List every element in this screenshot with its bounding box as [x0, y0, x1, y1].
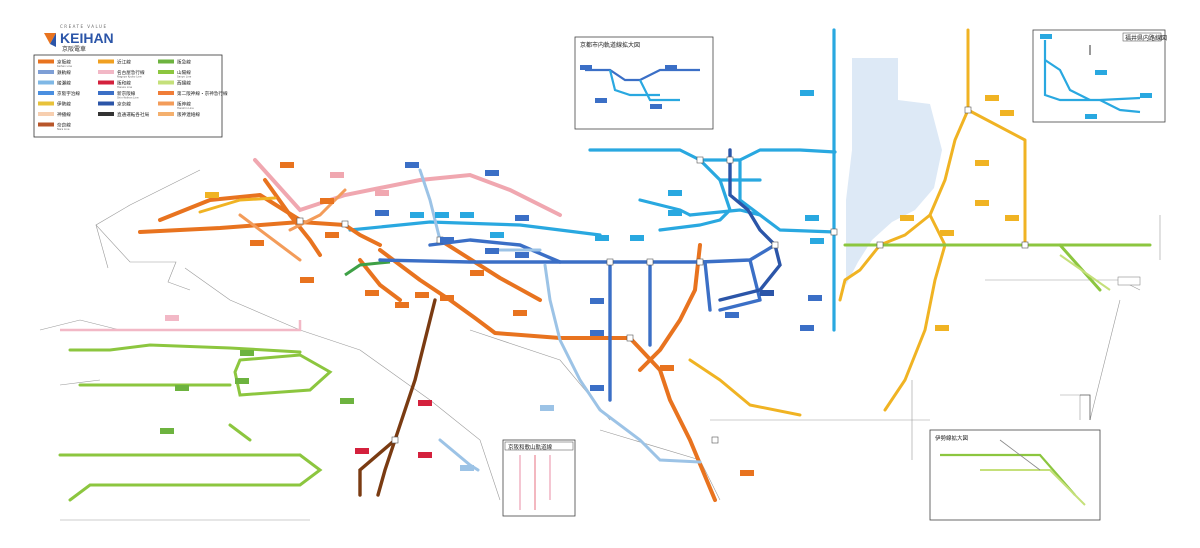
legend-label: 第二阪神線・京神急行線: [177, 90, 228, 97]
legend-swatch: [158, 101, 174, 106]
legend-label: 新京阪線: [117, 90, 136, 97]
legend-label: 阪和線: [117, 80, 131, 87]
line-blue: [378, 238, 777, 402]
station-label-tags: [160, 90, 1019, 476]
legend-swatch: [38, 122, 54, 127]
legend-label: 奈良線: [57, 122, 71, 129]
legend-swatch: [38, 59, 54, 64]
legend-label: 山陽線: [177, 69, 191, 76]
legend-swatch: [158, 80, 174, 85]
legend-label: 阪神連絡線: [177, 111, 200, 118]
legend-sublabel: Hanshin Line: [177, 106, 194, 110]
legend-swatch: [158, 59, 174, 64]
legend-swatch: [98, 70, 114, 74]
line-lightblue: [348, 28, 837, 332]
brand-tagline: CREATE VALUE: [60, 24, 107, 29]
legend-swatch: [98, 91, 114, 95]
inset-kyoto-title: 京都市内軌道線拡大図: [580, 41, 640, 49]
legend-swatch: [38, 101, 54, 106]
line-pink: [253, 158, 562, 217]
legend-label: 綾瀬線: [57, 80, 71, 87]
legend-label: 鉄軌線: [57, 69, 71, 76]
line-lightgreen: [58, 243, 1152, 502]
east-detail: [1059, 254, 1141, 420]
legend-sublabel: Nagoya Kyuko Line: [117, 75, 142, 79]
legend-swatch: [38, 70, 54, 74]
legend-swatch: [98, 112, 114, 116]
lake-biwa: [846, 58, 942, 285]
legend-label: 阪急線: [177, 59, 191, 66]
keihan-logo-icon: [44, 33, 56, 44]
legend-swatch: [158, 70, 174, 74]
legend-swatch: [158, 91, 174, 95]
line-navy: [718, 148, 782, 302]
inset-wakayama: 京阪和歌山軌道線: [502, 439, 576, 517]
line-pink-light: [60, 320, 302, 332]
legend-swatch: [38, 112, 54, 116]
legend-label: 京阪宇治線: [57, 90, 80, 97]
legend-label: 京阪線: [57, 59, 71, 66]
inset-kyoto: 京都市内軌道線拡大図: [574, 36, 714, 130]
legend-label: 京奈線: [117, 101, 131, 108]
station-markers: [296, 106, 1029, 444]
legend-sublabel: Shin-Keihan Line: [117, 96, 139, 100]
legend-sublabel: Nara Line: [57, 127, 70, 131]
inset-ise-title: 伊勢線拡大図: [935, 434, 969, 442]
keihan-logo: CREATE VALUE KEIHAN 京阪電車: [44, 24, 114, 53]
inset-ise: 伊勢線拡大図: [929, 429, 1101, 521]
legend-label: 名古屋急行線: [117, 69, 145, 76]
inset-fukui-title: 福井県内路線図: [1125, 34, 1167, 42]
legend-label: 西播線: [177, 80, 191, 87]
legend-sublabel: Keihan Line: [57, 64, 72, 68]
legend-label: 阪神線: [177, 101, 191, 108]
legend-swatch: [38, 80, 54, 85]
legend-sublabel: Sanyo Line: [177, 75, 192, 79]
line-brown: [358, 298, 437, 497]
legend-sublabel: Hanwa Line: [117, 85, 133, 89]
inset-fukui: 福井県内路線図: [1032, 29, 1167, 123]
legend-swatch: [98, 80, 114, 85]
brand-name: KEIHAN: [60, 30, 114, 46]
legend-swatch: [158, 112, 174, 116]
line-hanshin: [238, 188, 347, 262]
legend-swatch: [98, 101, 114, 106]
legend-label: 神播線: [57, 111, 71, 118]
legend-label: 直通運転各社局: [117, 111, 150, 118]
legend-swatch: [98, 59, 114, 64]
inset-wakayama-title: 京阪和歌山軌道線: [508, 443, 553, 451]
brand-name-ja: 京阪電車: [62, 45, 86, 53]
legend-swatch: [38, 91, 54, 95]
legend-label: 近江線: [117, 59, 131, 66]
line-green: [344, 260, 391, 277]
line-yellow: [198, 28, 1027, 417]
legend-label: 伊勢線: [57, 101, 71, 108]
